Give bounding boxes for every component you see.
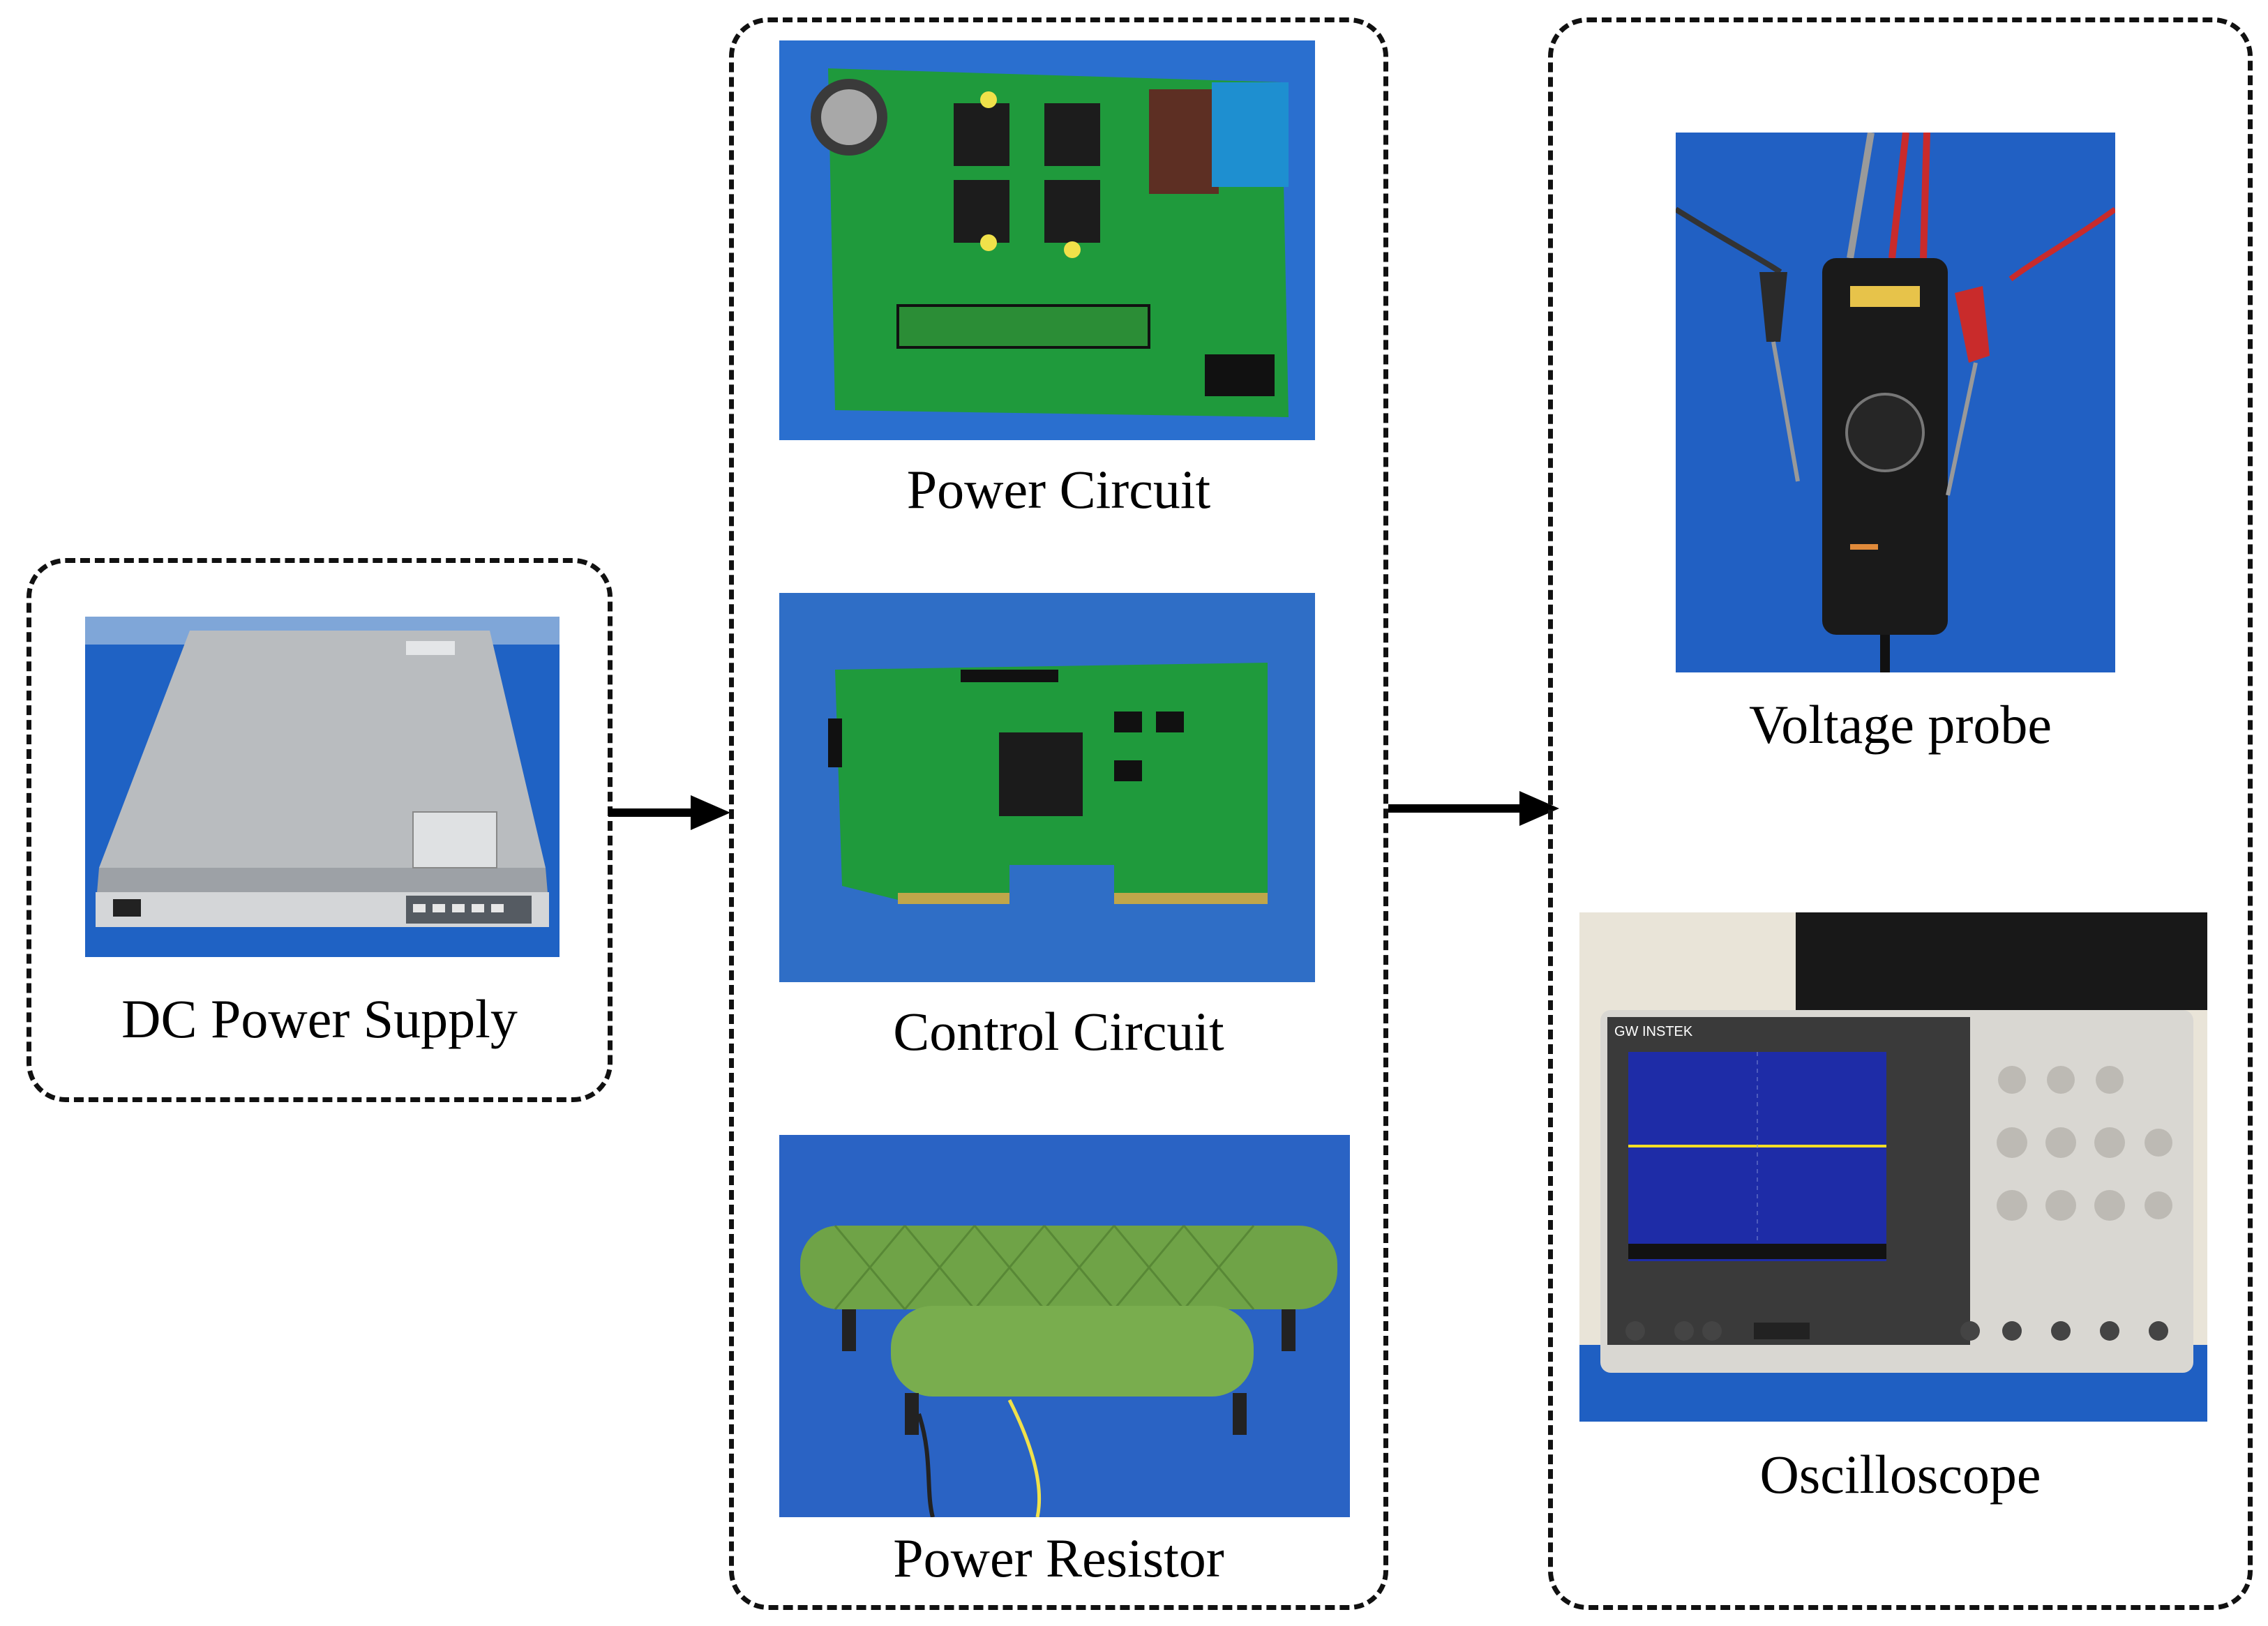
- power-circuit-photo: [779, 40, 1315, 440]
- control-circuit-label: Control Circuit: [729, 1004, 1388, 1059]
- oscilloscope-label: Oscilloscope: [1548, 1447, 2253, 1502]
- arrow-right-icon: [608, 792, 730, 834]
- dc-power-supply-label: DC Power Supply: [27, 992, 613, 1046]
- power-resistor-label: Power Resistor: [729, 1531, 1388, 1586]
- voltage-probe-label: Voltage probe: [1548, 698, 2253, 752]
- oscilloscope-brand-text: GW INSTEK: [1614, 1024, 1693, 1039]
- voltage-probe-photo: [1676, 133, 2115, 672]
- dc-power-supply-photo: [85, 617, 560, 957]
- control-circuit-photo: [779, 593, 1315, 982]
- power-circuit-label: Power Circuit: [729, 462, 1388, 517]
- oscilloscope-photo: GW INSTEK: [1579, 912, 2207, 1422]
- power-resistor-photo: [779, 1135, 1350, 1517]
- arrow-right-icon: [1388, 788, 1559, 829]
